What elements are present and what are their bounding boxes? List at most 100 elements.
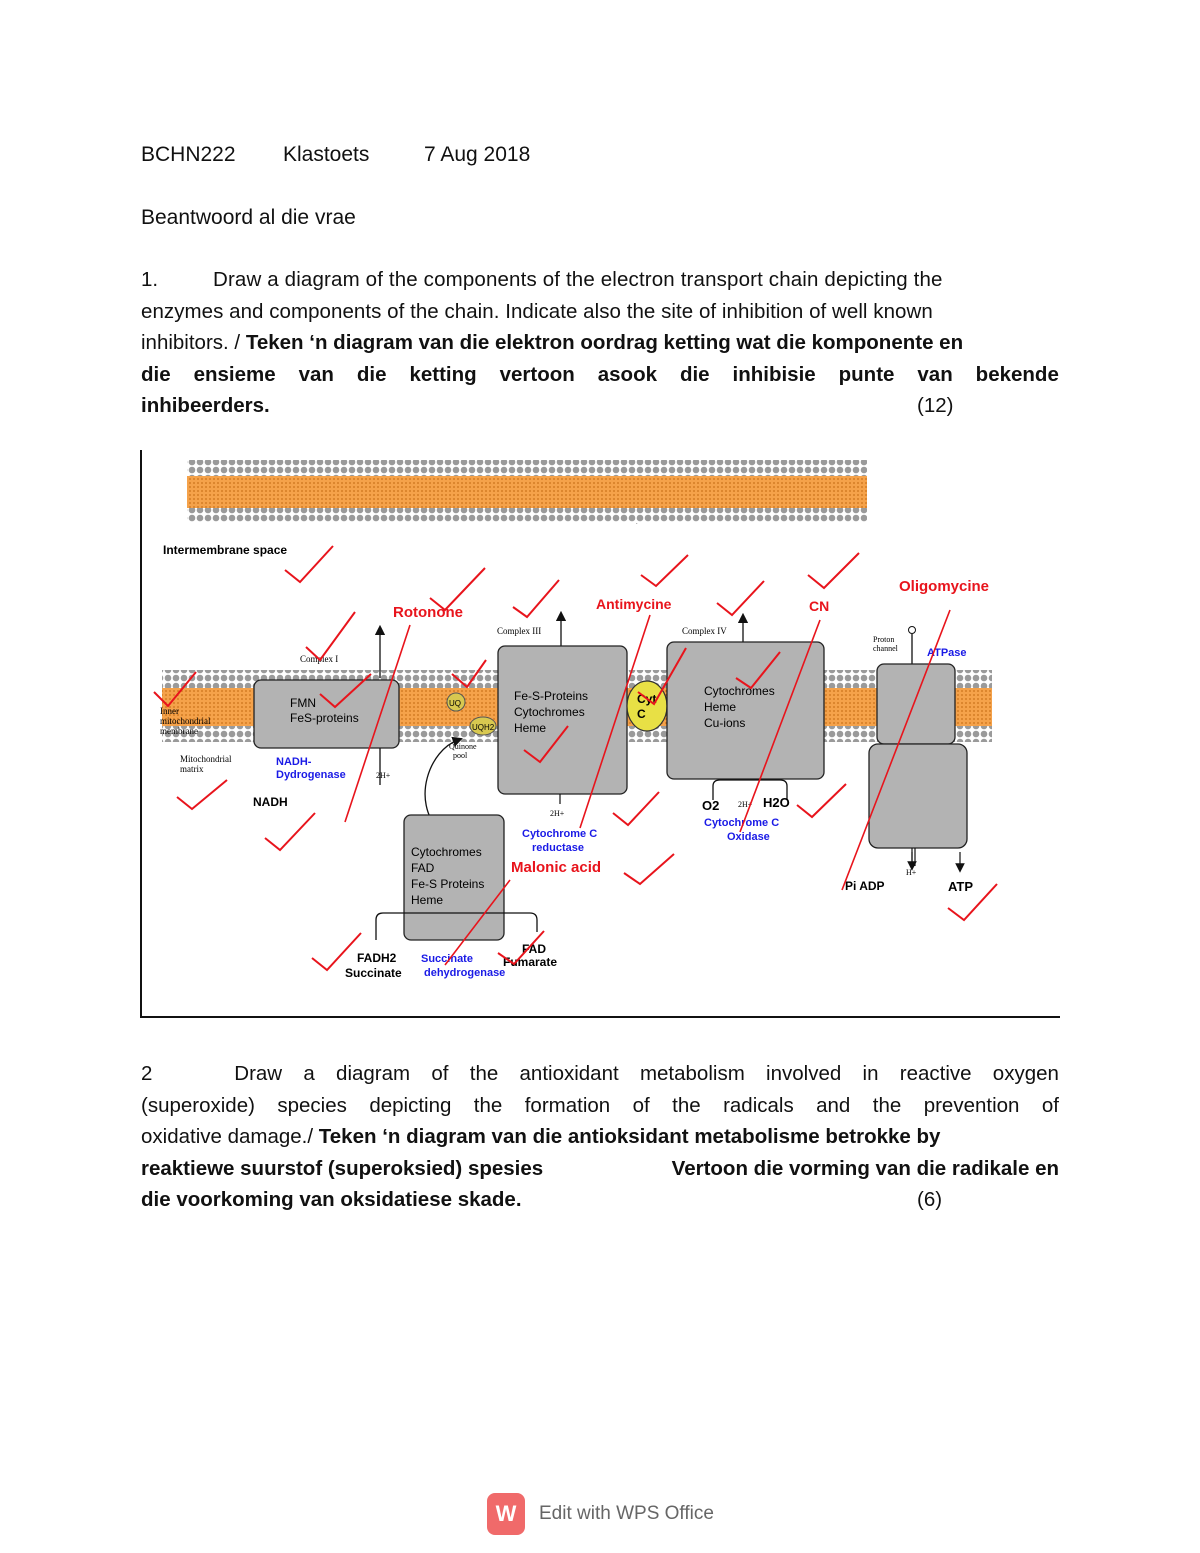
q2-word: (superoxide) [141,1093,255,1117]
atpase-channel-box [876,663,956,745]
intermembrane-space-label: Intermembrane space [163,543,287,557]
course-code: BCHN222 [141,143,236,166]
oligomycine-label: Oligomycine [899,578,989,595]
q2-word: the [469,1062,499,1085]
malonic-acid-label: Malonic acid [511,859,601,876]
test-name: Klastoets [283,143,370,166]
q2-line3-bold: Teken ‘n diagram van die antioksidant me… [318,1125,941,1148]
matrix-label: Mitochondrial matrix [180,754,234,774]
check-icon [623,853,675,886]
complex-3-text: Fe-S-Proteins Cytochromes Heme [514,689,591,735]
succinate-label: Succinate [345,966,402,980]
q1-line5: inhibeerders. [141,394,270,417]
check-icon [716,580,765,617]
q1-number: 1. [141,268,159,291]
q1-line3-plain: inhibitors. / [141,331,241,354]
question-2: 2 Draw a diagram of the antioxidant meta… [141,1058,1059,1216]
cyt-c-circle [626,680,668,732]
q2-word: formation [524,1093,611,1117]
q2-word: species [277,1093,347,1117]
check-icon [311,932,362,972]
complex-4-box [666,641,825,780]
q2-line4-b: Vertoon die vorming van die radikale en [671,1156,1059,1180]
q2-word: radicals [723,1093,794,1117]
q2-word: the [473,1093,503,1117]
check-icon [497,930,545,966]
complex-4-text: Cytochromes Heme Cu-ions [704,684,778,730]
inner-membrane-label: Inner mitochondrial membrane [160,706,213,736]
q2-word: diagram [336,1062,411,1085]
cytochrome-c-reductase-label: Cytochrome C reductase [522,828,600,854]
q1-word: vertoon [499,362,575,386]
uqh2-circle [469,716,497,736]
check-icon [512,579,560,619]
cn-label: CN [809,598,829,614]
q2-line1: 2 Draw a diagram of the antioxidant meta… [141,1058,1059,1090]
succinate-dehydrogenase-label: Succinate dehydrogenase [421,953,505,979]
two-h-plus-1: 2H+ [376,771,391,780]
q2-line2: (superoxide) species depicting the forma… [141,1090,1059,1122]
uq-circle [446,692,466,712]
wps-edit-link[interactable]: Edit with WPS Office [539,1503,714,1524]
fumarate-label: Fumarate [503,955,557,969]
nadh-label: NADH [253,795,288,809]
two-h-plus-4: 2H+ [738,800,753,809]
q2-line3-plain: oxidative damage./ [141,1125,314,1148]
q2-word: in [862,1062,879,1085]
check-icon [796,783,847,819]
test-date: 7 Aug 2018 [424,143,531,166]
wps-office-banner[interactable]: W Edit with WPS Office [487,1493,714,1535]
check-icon [807,552,860,590]
antimycine-label: Antimycine [596,596,672,612]
check-icon [612,791,660,827]
q2-word: oxygen [992,1062,1059,1085]
q2-word: reactive [899,1062,972,1085]
complex-4-label: Complex IV [682,626,727,636]
q2-word: involved [766,1062,842,1085]
q1-word: die [679,362,710,386]
question-1: 1. Draw a diagram of the components of t… [141,264,1059,422]
o2-label: O2 [702,798,719,813]
q1-marks: (12) [917,394,954,417]
inhibition-lines [344,609,951,966]
q1-word: van [298,362,334,386]
check-marks [153,545,998,972]
complex-1-box [253,679,400,749]
q1-line3-bold: Teken ‘n diagram van die elektron oordra… [245,331,964,354]
q1-word: bekende [975,362,1059,386]
complex-1-text: FMN FeS-proteins [290,696,359,725]
rotonone-label: Rotonone [393,604,463,621]
complex-3-box [497,645,628,795]
check-icon [153,671,197,708]
q2-word: and [816,1093,851,1117]
q2-word: depicting [369,1093,452,1117]
check-icon [264,812,316,852]
q1-word: punte [838,362,895,386]
check-icon [637,647,687,706]
q2-word: the [672,1093,701,1117]
q2-line4-a: reaktiewe suurstof (superoksied) spesies [141,1156,544,1180]
q2-marks: (6) [917,1188,943,1211]
complex-3-label: Complex III [497,626,541,636]
check-icon [947,883,998,922]
check-icon [284,545,334,584]
instruction: Beantwoord al die vrae [141,206,356,229]
fadh2-label: FADH2 [357,951,397,965]
q1-line2: enzymes and components of the chain. Ind… [141,299,933,323]
q1-word: inhibisie [732,362,816,386]
q2-number: 2 [141,1062,153,1085]
h2o-label: H2O [763,795,790,810]
check-icon [451,659,487,689]
check-icon [640,554,689,588]
check-icon [735,651,781,690]
q2-word: of [632,1093,650,1117]
q2-word: metabolism [639,1062,745,1085]
cytochrome-c-oxidase-label: Cytochrome C Oxidase [704,817,782,843]
q1-word: ketting [409,362,477,386]
h-plus-label: H+ [906,868,917,877]
nadh-dehydrogenase-label: NADH- Dydrogenase [276,756,346,781]
speck: . [636,520,638,526]
q1-word: van [917,362,953,386]
fad-label: FAD [522,942,546,956]
q1-line1: Draw a diagram of the components of the … [213,268,943,291]
